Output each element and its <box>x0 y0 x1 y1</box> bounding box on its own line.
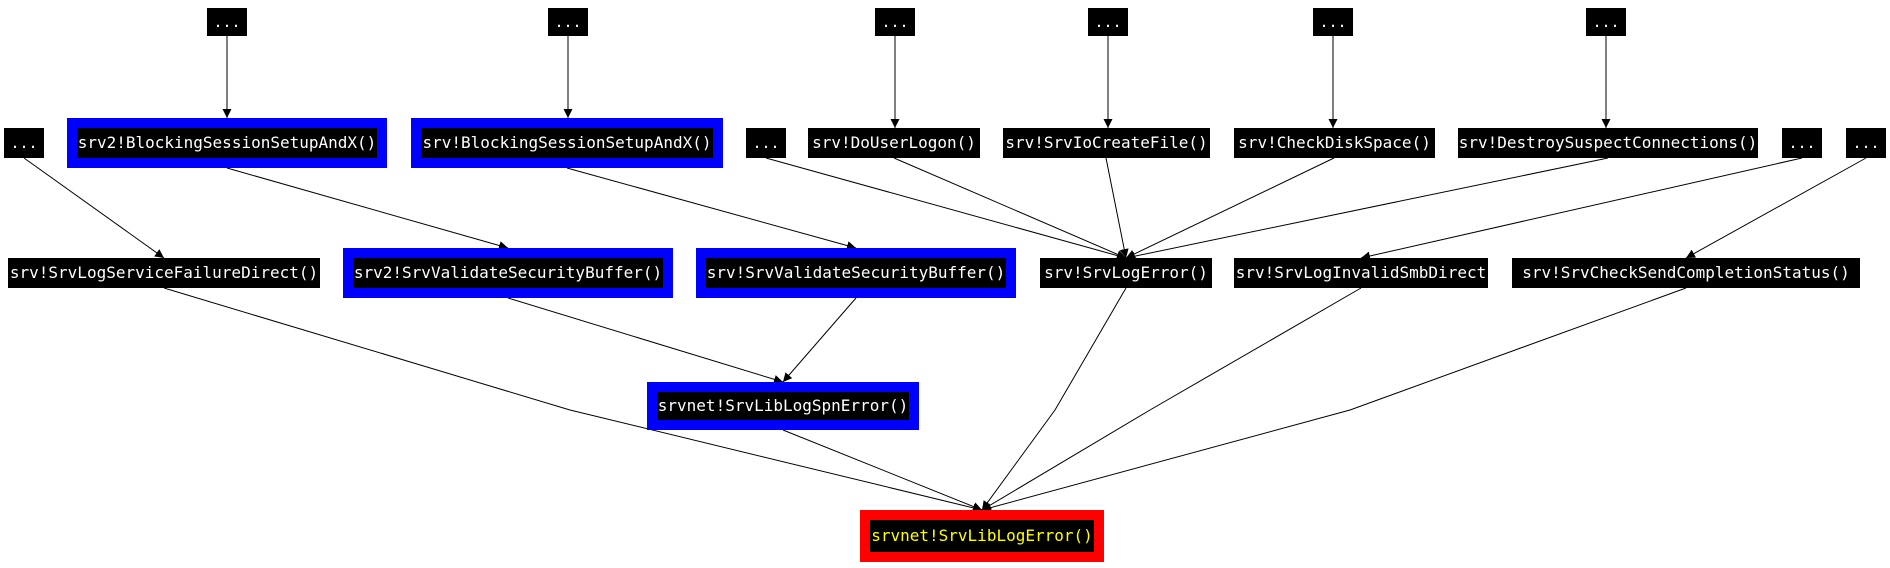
edge-svcfail-liberr <box>163 287 983 513</box>
node-srv-validate-security-buffer[interactable]: srv!SrvValidateSecurityBuffer() <box>696 248 1016 298</box>
node-right-ellipsis-2[interactable]: ... <box>1846 128 1886 158</box>
edge-disk-logerr <box>1125 157 1335 259</box>
node-mid-ellipsis[interactable]: ... <box>746 128 786 158</box>
edge-invalid-liberr <box>981 287 1362 511</box>
node-top6[interactable]: ... <box>1586 8 1626 36</box>
edge-sendcmp-liberr <box>981 287 1687 512</box>
node-do-user-logon[interactable]: srv!DoUserLogon() <box>808 128 980 158</box>
node-io-create-file[interactable]: srv!SrvIoCreateFile() <box>1003 128 1210 158</box>
node-srvnet-lib-log-error[interactable]: srvnet!SrvLibLogError() <box>860 510 1104 562</box>
edge-rightell2-sendcmp <box>1685 157 1867 259</box>
node-right-ellipsis-1[interactable]: ... <box>1782 128 1822 158</box>
node-log-invalid-smb-direct[interactable]: srv!SrvLogInvalidSmbDirect <box>1234 258 1488 288</box>
edge-iocreate-logerr <box>1105 157 1129 259</box>
node-log-service-failure-direct[interactable]: srv!SrvLogServiceFailureDirect() <box>8 258 320 288</box>
edge-srvval-spn <box>782 297 857 383</box>
edge-midell-logerr <box>765 157 1127 260</box>
node-top1[interactable]: ... <box>207 8 247 36</box>
node-srvnet-lib-log-spn-error[interactable]: srvnet!SrvLibLogSpnError() <box>647 382 919 430</box>
node-srv2-validate-security-buffer[interactable]: srv2!SrvValidateSecurityBuffer() <box>343 248 673 298</box>
node-srv-blocking-session-setup[interactable]: srv!BlockingSessionSetupAndX() <box>411 118 723 168</box>
edge-leftell-svcfail <box>23 157 165 259</box>
node-destroy-suspect-connections[interactable]: srv!DestroySuspectConnections() <box>1458 128 1758 158</box>
node-top4[interactable]: ... <box>1088 8 1128 36</box>
edge-srv2block-srv2val <box>226 167 509 250</box>
node-check-send-completion-status[interactable]: srv!SrvCheckSendCompletionStatus() <box>1512 258 1860 288</box>
edge-logerr-liberr <box>981 287 1127 511</box>
node-top2[interactable]: ... <box>548 8 588 36</box>
node-check-disk-space[interactable]: srv!CheckDiskSpace() <box>1234 128 1435 158</box>
node-srv-log-error[interactable]: srv!SrvLogError() <box>1040 258 1212 288</box>
node-top3[interactable]: ... <box>875 8 915 36</box>
edge-logon-logerr <box>893 157 1127 259</box>
edge-rightell1-invalid <box>1360 157 1803 261</box>
edge-spn-liberr <box>782 429 983 511</box>
edge-destroy-logerr <box>1125 157 1609 261</box>
node-top5[interactable]: ... <box>1313 8 1353 36</box>
node-left-ellipsis[interactable]: ... <box>4 128 44 158</box>
edge-srvblock-srvval <box>566 167 857 250</box>
edge-srv2val-spn <box>507 297 784 384</box>
node-srv2-blocking-session-setup[interactable]: srv2!BlockingSessionSetupAndX() <box>67 118 387 168</box>
